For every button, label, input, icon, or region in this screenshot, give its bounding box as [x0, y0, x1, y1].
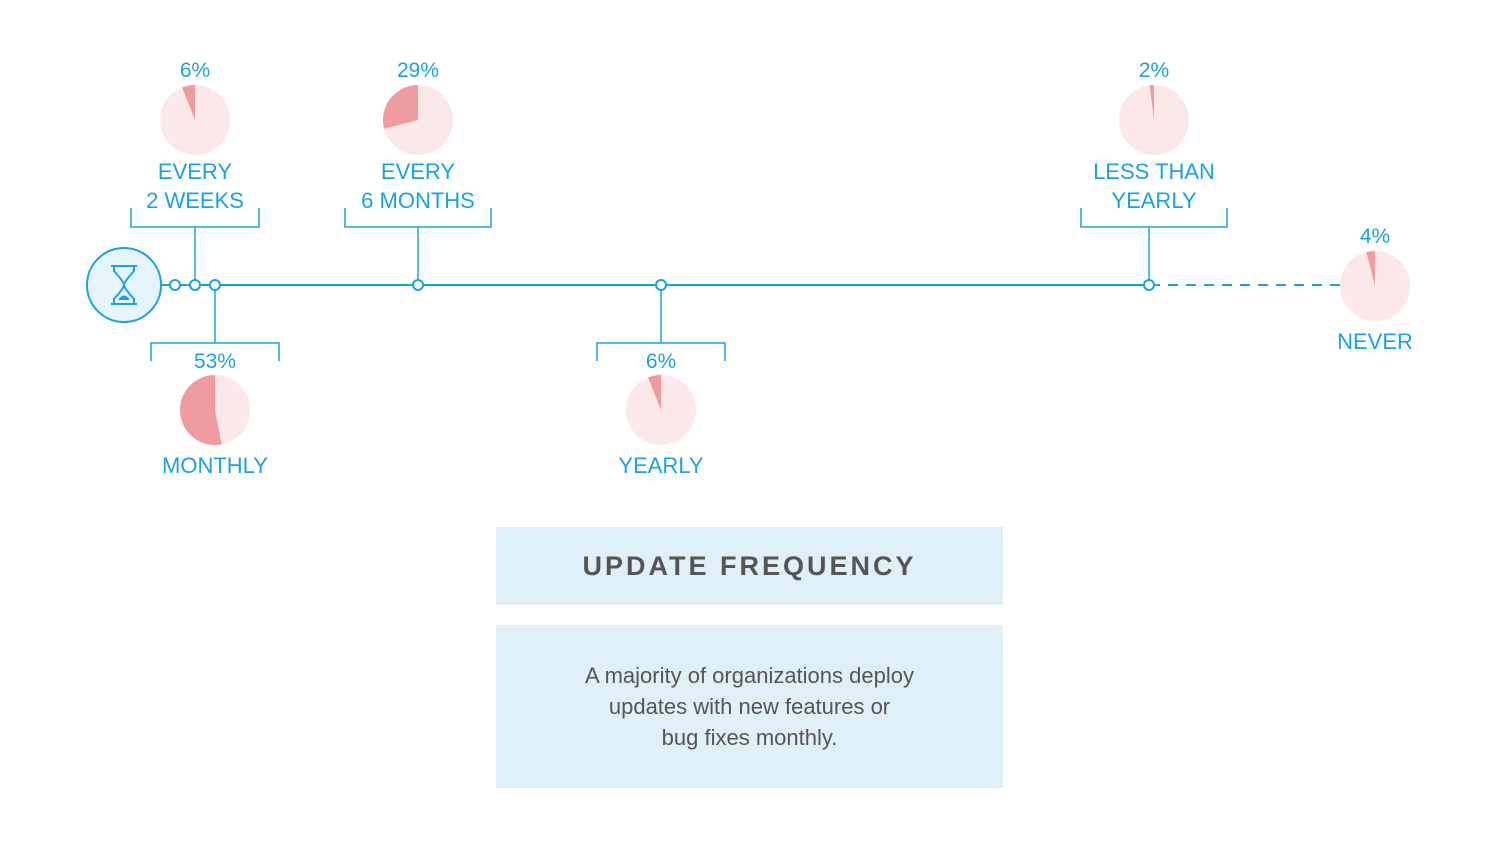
category-label: NEVER	[1337, 329, 1413, 354]
timeline-item: 6% EVERY 2 WEEKS	[130, 59, 260, 291]
timeline-item: 53% MONTHLY	[150, 279, 280, 478]
pie-slice	[1149, 85, 1154, 120]
description-line: A majority of organizations deploy	[585, 663, 914, 688]
category-label: YEARLY	[1111, 188, 1197, 213]
timeline-node	[412, 279, 424, 291]
label-bracket	[596, 342, 726, 361]
description-line: updates with new features or	[608, 694, 891, 719]
pie-slice	[182, 85, 195, 120]
hourglass-icon	[86, 247, 162, 323]
category-label: EVERY	[158, 159, 233, 184]
percent-label: 2%	[1139, 59, 1169, 82]
category-label: MONTHLY	[162, 453, 268, 478]
timeline-item: 29% EVERY 6 MONTHS	[344, 59, 492, 291]
pie-slice	[1366, 251, 1375, 286]
timeline-node	[189, 279, 201, 291]
label-bracket	[130, 208, 260, 228]
category-label: 6 MONTHS	[361, 188, 475, 213]
timeline-item: 2% LESS THAN YEARLY	[1080, 59, 1228, 291]
hourglass-icon-glass	[113, 266, 135, 304]
label-bracket	[150, 342, 280, 361]
timeline-item: 6% YEARLY	[596, 279, 726, 478]
percent-label: 6%	[180, 59, 210, 82]
label-bracket	[344, 208, 492, 228]
timeline-item: 4% NEVER	[1337, 225, 1413, 354]
percent-label: 53%	[194, 350, 236, 373]
pie-slice	[648, 375, 661, 410]
label-bracket	[1080, 208, 1228, 228]
pie-slice	[383, 85, 418, 129]
pie-slice	[180, 375, 222, 446]
chart-title: UPDATE FREQUENCY	[582, 550, 917, 581]
category-label: LESS THAN	[1093, 159, 1215, 184]
timeline-node	[1143, 279, 1155, 291]
percent-label: 29%	[397, 59, 439, 82]
description-panel: A majority of organizations deploy updat…	[496, 625, 1003, 788]
hourglass-icon-sand	[118, 295, 130, 300]
timeline-node	[655, 279, 667, 291]
category-label: 2 WEEKS	[146, 188, 244, 213]
category-label: YEARLY	[618, 453, 704, 478]
timeline-node	[209, 279, 221, 291]
category-label: EVERY	[381, 159, 456, 184]
title-panel: UPDATE FREQUENCY	[496, 527, 1003, 605]
chart-description: A majority of organizations deploy updat…	[585, 660, 914, 753]
description-line: bug fixes monthly.	[661, 725, 838, 750]
percent-label: 4%	[1360, 225, 1390, 248]
percent-label: 6%	[646, 350, 676, 373]
timeline-node	[169, 279, 181, 291]
